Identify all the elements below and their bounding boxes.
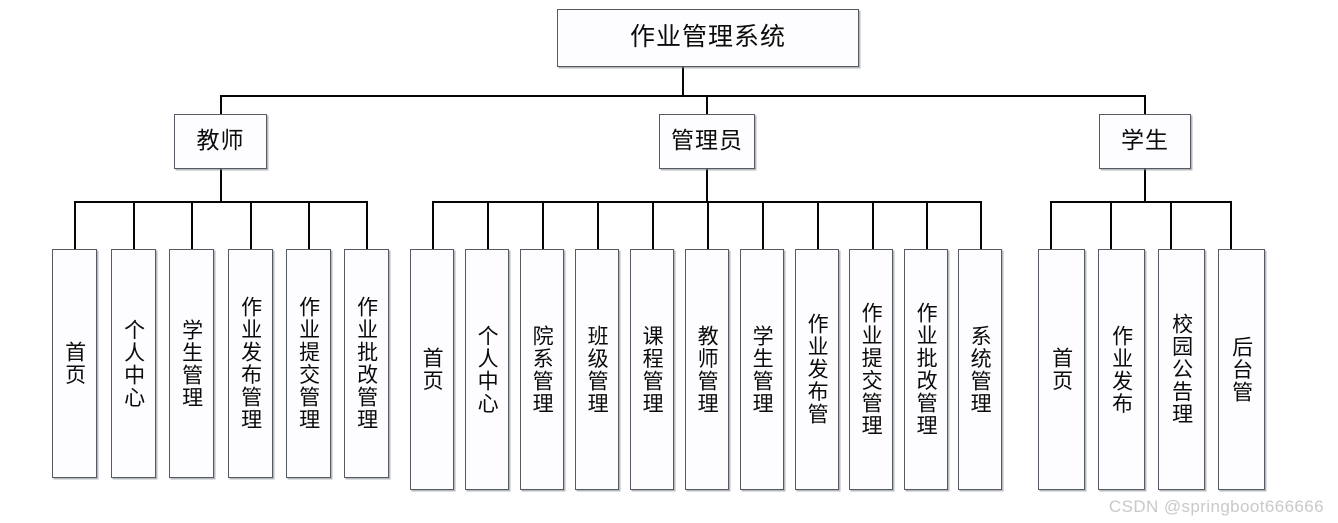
node-admin-menu-9[interactable]: 作业提交管理: [849, 249, 893, 490]
connector-role-bus: [220, 95, 1146, 97]
node-label: 学生管理: [179, 318, 204, 409]
node-admin-menu-10[interactable]: 作业批改管理: [904, 249, 948, 490]
node-label: 个人中心: [121, 318, 146, 409]
connector-teacher-drop-2: [133, 201, 135, 249]
node-teacher-menu-2[interactable]: 个人中心: [111, 249, 156, 478]
connector-role-drop-student: [1144, 95, 1146, 115]
node-admin-menu-4[interactable]: 班级管理: [575, 249, 619, 490]
connector-admin-drop-4: [597, 201, 599, 249]
node-admin-menu-7[interactable]: 学生管理: [740, 249, 784, 490]
node-student-menu-4[interactable]: 后台管: [1218, 249, 1265, 490]
node-role-student[interactable]: 学生: [1099, 114, 1191, 169]
connector-student-drop-3: [1170, 201, 1172, 249]
node-teacher-menu-3[interactable]: 学生管理: [169, 249, 214, 478]
node-teacher-menu-5[interactable]: 作业提交管理: [286, 249, 331, 478]
connector-admin-stem: [706, 169, 708, 202]
node-admin-menu-3[interactable]: 院系管理: [520, 249, 564, 490]
node-label: 课程管理: [640, 324, 665, 415]
node-label: 学生管理: [750, 324, 775, 415]
connector-admin-drop-6: [707, 201, 709, 249]
connector-admin-bus: [432, 201, 980, 203]
connector-student-stem: [1144, 169, 1146, 202]
node-student-menu-2[interactable]: 作业发布: [1098, 249, 1145, 490]
node-label: 首页: [1049, 347, 1074, 392]
node-role-teacher[interactable]: 教师: [174, 114, 267, 169]
node-teacher-menu-6[interactable]: 作业批改管理: [344, 249, 389, 478]
connector-admin-drop-10: [926, 201, 928, 249]
node-admin-menu-8[interactable]: 作业发布管: [795, 249, 839, 490]
connector-student-bus: [1050, 201, 1231, 203]
connector-admin-drop-5: [652, 201, 654, 249]
node-label: 作业发布管: [805, 313, 830, 426]
node-admin-menu-11[interactable]: 系统管理: [958, 249, 1002, 490]
connector-admin-drop-7: [762, 201, 764, 249]
node-role-admin-label: 管理员: [671, 128, 743, 154]
connector-admin-drop-8: [817, 201, 819, 249]
node-admin-menu-5[interactable]: 课程管理: [630, 249, 674, 490]
node-label: 作业批改管理: [354, 296, 379, 431]
connector-teacher-bus: [74, 201, 367, 203]
watermark-text: CSDN @springboot666666: [1108, 497, 1324, 516]
connector-role-drop-teacher: [220, 95, 222, 115]
connector-role-drop-admin: [706, 95, 708, 115]
node-label: 作业提交管理: [296, 296, 321, 431]
node-label: 院系管理: [530, 324, 555, 415]
node-label: 首页: [420, 347, 445, 392]
connector-teacher-drop-3: [191, 201, 193, 249]
connector-admin-drop-9: [872, 201, 874, 249]
node-root-system[interactable]: 作业管理系统: [557, 9, 859, 67]
node-label: 作业提交管理: [859, 302, 884, 437]
node-label: 校园公告理: [1169, 313, 1194, 426]
node-role-student-label: 学生: [1121, 128, 1169, 154]
node-role-teacher-label: 教师: [196, 128, 245, 154]
node-label: 后台管: [1229, 335, 1254, 404]
node-label: 教师管理: [695, 324, 720, 415]
connector-root-stem: [682, 67, 684, 97]
node-teacher-menu-4[interactable]: 作业发布管理: [228, 249, 273, 478]
node-label: 作业发布管理: [238, 296, 263, 431]
node-admin-menu-2[interactable]: 个人中心: [465, 249, 509, 490]
node-root-label: 作业管理系统: [629, 23, 786, 51]
connector-admin-drop-3: [542, 201, 544, 249]
node-label: 作业批改管理: [914, 302, 939, 437]
node-student-menu-1[interactable]: 首页: [1038, 249, 1085, 490]
connector-admin-drop-11: [980, 201, 982, 249]
connector-teacher-drop-1: [74, 201, 76, 249]
connector-student-drop-1: [1050, 201, 1052, 249]
connector-admin-drop-2: [487, 201, 489, 249]
node-label: 系统管理: [968, 324, 993, 415]
node-role-admin[interactable]: 管理员: [659, 114, 755, 169]
node-label: 个人中心: [475, 324, 500, 415]
connector-teacher-stem: [220, 169, 222, 202]
connector-teacher-drop-4: [250, 201, 252, 249]
connector-teacher-drop-5: [308, 201, 310, 249]
connector-admin-drop-1: [432, 201, 434, 249]
connector-teacher-drop-6: [366, 201, 368, 249]
node-label: 班级管理: [585, 324, 610, 415]
node-label: 首页: [62, 341, 87, 386]
node-student-menu-3[interactable]: 校园公告理: [1158, 249, 1205, 490]
connector-student-drop-4: [1230, 201, 1232, 249]
node-admin-menu-6[interactable]: 教师管理: [685, 249, 729, 490]
node-teacher-menu-1[interactable]: 首页: [52, 249, 97, 478]
node-label: 作业发布: [1109, 324, 1134, 415]
connector-student-drop-2: [1110, 201, 1112, 249]
node-admin-menu-1[interactable]: 首页: [410, 249, 454, 490]
